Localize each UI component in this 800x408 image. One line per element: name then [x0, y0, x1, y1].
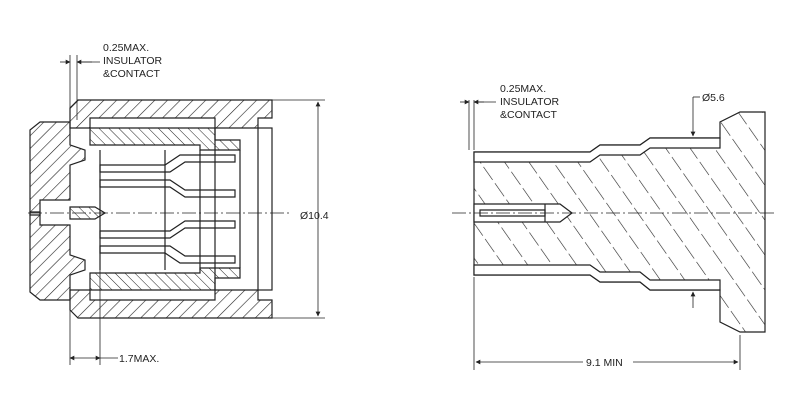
- left-contact-finger-top: [99, 154, 236, 173]
- right-note-line2: INSULATOR: [500, 96, 560, 108]
- left-contact-finger-bottom: [99, 245, 236, 264]
- right-diameter-label: Ø5.6: [702, 92, 725, 104]
- right-section-view: [473, 111, 766, 333]
- left-diameter-label: Ø10.4: [300, 210, 329, 222]
- left-depth-label: 1.7MAX.: [119, 353, 159, 365]
- left-flange-bottom: [29, 211, 86, 301]
- left-inner-sleeve-top: [89, 127, 241, 151]
- right-shell-top: [473, 137, 721, 163]
- left-inner-sleeve-bottom: [89, 267, 241, 291]
- left-flange-top: [29, 121, 86, 216]
- left-centre-pin: [69, 206, 107, 220]
- left-note-line3: &CONTACT: [103, 68, 161, 80]
- left-dimensions: [60, 55, 325, 365]
- left-outer-body-bottom: [69, 289, 273, 319]
- left-note-line1: 0.25MAX.: [103, 42, 149, 54]
- left-note-line2: INSULATOR: [103, 55, 163, 67]
- left-outer-body-top: [69, 99, 273, 129]
- left-section-view: [29, 99, 273, 319]
- right-note-line1: 0.25MAX.: [500, 83, 546, 95]
- right-shell-bottom: [473, 264, 721, 291]
- right-note-line3: &CONTACT: [500, 109, 558, 121]
- right-length-label: 9.1 MIN: [586, 357, 623, 369]
